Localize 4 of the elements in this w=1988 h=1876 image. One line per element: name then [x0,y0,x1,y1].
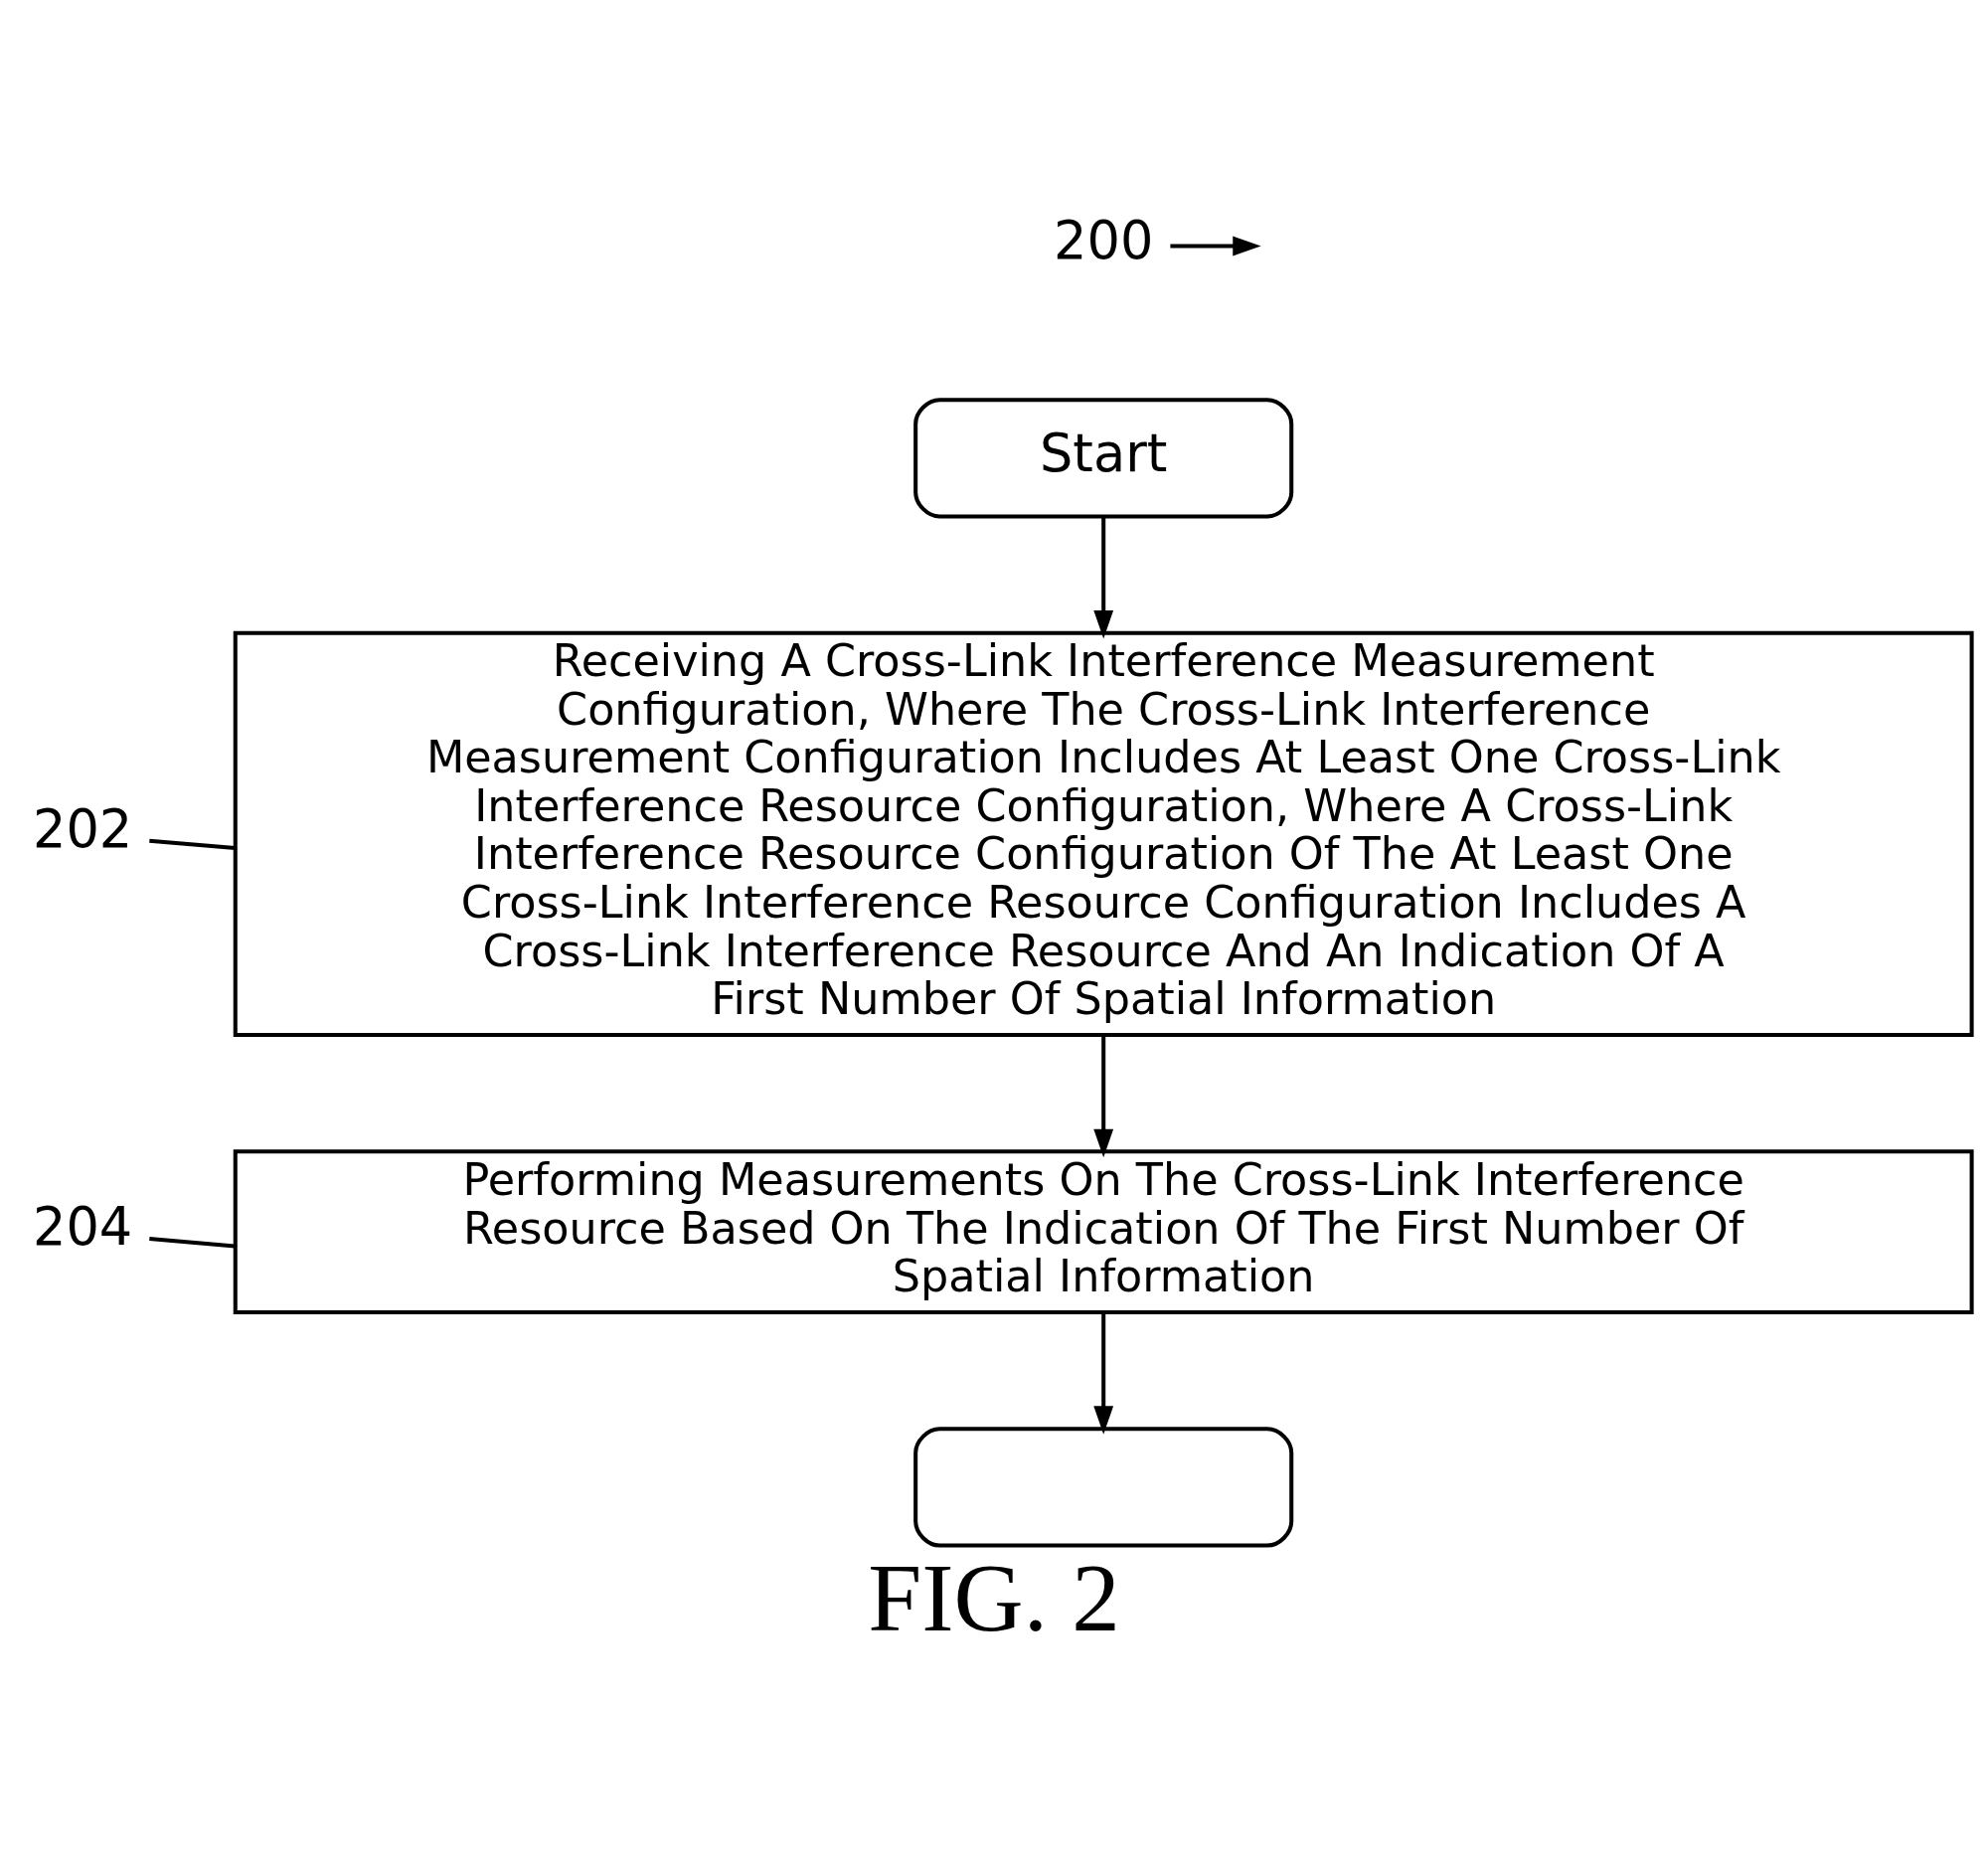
caption: FIG. 2 [868,1544,1120,1651]
node-text: 200 [1054,209,1154,270]
node-text: 204 [32,1195,133,1257]
node-text: 202 [32,797,133,859]
